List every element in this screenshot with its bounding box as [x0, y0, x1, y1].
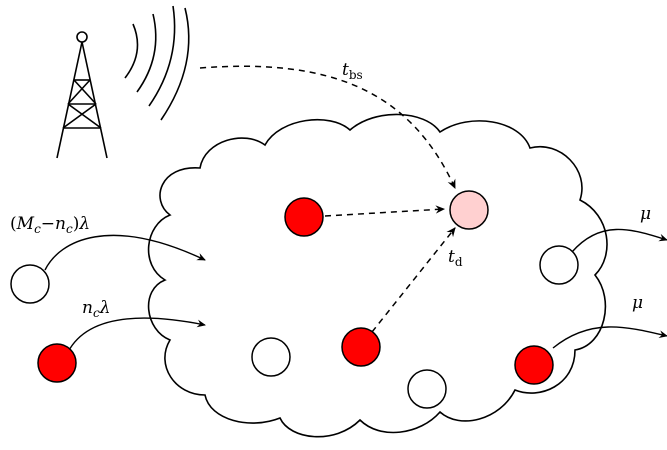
node-idle-right	[539, 245, 579, 285]
label-mc-minus-nc-lambda: (Mc−nc)λ	[10, 214, 90, 236]
node-active-upper	[284, 197, 324, 237]
node-active-right	[514, 345, 554, 385]
node-outside-active	[37, 343, 77, 383]
node-outside-idle	[10, 264, 50, 304]
radio-waves-icon	[124, 5, 190, 121]
label-mu-top: μ	[640, 204, 651, 224]
departure-arrow-top	[571, 228, 667, 253]
d2d-link-arrow-upper	[324, 205, 446, 217]
label-mu-bottom: μ	[632, 293, 643, 313]
label-nc-lambda: ncλ	[82, 298, 110, 320]
base-station-link-arrow	[199, 65, 456, 189]
arrival-arrow-idle	[44, 234, 206, 271]
departure-arrow-bottom	[552, 326, 667, 349]
label-t-d: td	[448, 247, 463, 269]
network-cloud	[147, 113, 608, 438]
node-active-center	[341, 327, 381, 367]
label-t-bs: tbs	[342, 60, 363, 82]
d2d-link-arrow-lower	[371, 227, 456, 333]
arrival-arrow-active	[67, 317, 206, 353]
node-idle-bottom	[407, 369, 447, 409]
base-station-tower-icon	[56, 31, 108, 159]
node-target	[449, 190, 489, 230]
node-idle-left	[251, 337, 291, 377]
